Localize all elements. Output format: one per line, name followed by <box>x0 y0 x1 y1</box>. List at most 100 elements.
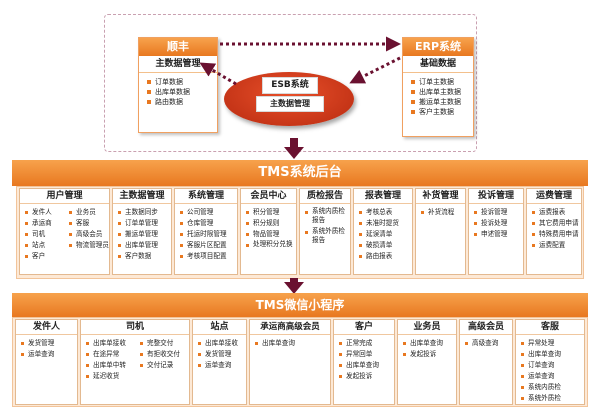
column-6: 业务员出库单查询发起投诉 <box>397 319 457 405</box>
backend-title: TMS系统后台 <box>12 160 588 186</box>
list-item: 客户数据 <box>118 251 171 262</box>
erp-title: ERP系统 <box>403 38 473 56</box>
list-item: 投诉管理 <box>474 207 523 218</box>
list-item: 运费配置 <box>532 240 581 251</box>
list-item: 其它费用申请 <box>532 218 581 229</box>
list-item: 客户 <box>24 251 64 262</box>
column-7: 高级会员高级查询 <box>459 319 513 405</box>
item-list: 出库单查询 <box>250 335 330 349</box>
column-4: 会员中心积分管理积分规则物品管理处理积分兑换 <box>240 188 297 275</box>
arrow-stem <box>290 138 298 148</box>
list-item: 正常完成 <box>339 338 394 349</box>
list-item: 系统内质检报告 <box>305 207 348 225</box>
down-arrow-icon <box>284 282 304 294</box>
list-item: 发起投诉 <box>339 371 394 382</box>
shunfeng-subtitle: 主数据管理 <box>139 56 217 73</box>
column-heading: 会员中心 <box>241 189 296 204</box>
list-item: 出库单查询 <box>339 360 394 371</box>
column-1: 用户管理发件人承运商司机站点客户业务员客服高级会员物流管理员 <box>19 188 110 275</box>
list-item: 仓库管理 <box>180 218 237 229</box>
list-item: 完整交付 <box>140 338 189 349</box>
list-item: 搬运单管理 <box>118 229 171 240</box>
list-item: 积分规则 <box>246 218 296 229</box>
list-item: 运费报表 <box>532 207 581 218</box>
list-item: 客户主数据 <box>411 107 473 117</box>
list-item: 客服片区配置 <box>180 240 237 251</box>
list-item: 路由报表 <box>359 251 412 262</box>
item-list: 出库单接收在途异常出库单中转延迟收货 <box>81 335 135 382</box>
list-item: 订单单管理 <box>118 218 171 229</box>
list-item: 补货流程 <box>421 207 465 218</box>
list-item: 主数据同步 <box>118 207 171 218</box>
column-6: 报表管理考核总表未准时提货延误清单破损清单路由报表 <box>353 188 413 275</box>
item-list: 发件人承运商司机站点客户 <box>20 204 64 262</box>
list-item: 有拒收交付 <box>140 349 189 360</box>
list-item: 出库单数据 <box>147 87 217 97</box>
list-item: 路由数据 <box>147 97 217 107</box>
column-heading: 客户 <box>334 320 394 335</box>
list-item: 承运商 <box>24 218 64 229</box>
list-item: 出库单查询 <box>521 349 584 360</box>
column-5: 质检报告系统内质检报告系统外质检报告 <box>299 188 351 275</box>
column-heading: 用户管理 <box>20 189 109 204</box>
column-heading: 报表管理 <box>354 189 412 204</box>
column-7: 补货管理补货流程 <box>415 188 466 275</box>
erp-card: ERP系统 基础数据 订单主数据 出库单主数据 搬运单主数据 客户主数据 <box>402 37 474 137</box>
column-heading: 业务员 <box>398 320 456 335</box>
column-heading: 系统管理 <box>175 189 237 204</box>
list-item: 系统外质检报告 <box>305 227 348 245</box>
list-item: 延迟收货 <box>86 371 135 382</box>
list-item: 交付记录 <box>140 360 189 371</box>
item-list: 正常完成异常回单出库单查询发起投诉 <box>334 335 394 382</box>
item-list: 积分管理积分规则物品管理处理积分兑换 <box>241 204 296 251</box>
esb-subtitle: 主数据管理 <box>256 96 324 112</box>
list-item: 申述管理 <box>474 229 523 240</box>
esb-title: ESB系统 <box>262 77 318 94</box>
list-item: 运单查询 <box>521 371 584 382</box>
list-item: 出库单查询 <box>255 338 330 349</box>
item-list: 出库单接收发货管理运单查询 <box>193 335 246 371</box>
list-item: 高级会员 <box>69 229 109 240</box>
esb-ellipse: ESB系统 主数据管理 <box>224 72 354 126</box>
shunfeng-list: 订单数据 出库单数据 路由数据 <box>139 73 217 107</box>
column-heading: 补货管理 <box>416 189 465 204</box>
list-item: 出库单查询 <box>403 338 456 349</box>
item-list: 高级查询 <box>460 335 512 349</box>
list-item: 考核总表 <box>359 207 412 218</box>
list-item: 出库单接收 <box>86 338 135 349</box>
column-3: 站点出库单接收发货管理运单查询 <box>192 319 247 405</box>
item-list: 出库单查询发起投诉 <box>398 335 456 360</box>
column-8: 投诉管理投诉管理投诉处理申述管理 <box>468 188 524 275</box>
item-list: 异常处理出库单查询订单查询运单查询系统内质检系统外质检 <box>516 335 584 404</box>
column-1: 发件人发货管理运单查询 <box>15 319 78 405</box>
arrow-stem <box>290 278 298 284</box>
esb-to-shunfeng-arrow <box>199 62 237 86</box>
mini-program-title: TMS微信小程序 <box>12 293 588 317</box>
list-item: 公司管理 <box>180 207 237 218</box>
item-list: 完整交付有拒收交付交付记录 <box>135 335 189 382</box>
list-item: 高级查询 <box>465 338 512 349</box>
list-item: 未准时提货 <box>359 218 412 229</box>
column-heading: 运费管理 <box>527 189 581 204</box>
column-heading: 高级会员 <box>460 320 512 335</box>
column-heading: 司机 <box>81 320 189 335</box>
item-list: 运费报表其它费用申请特殊费用申请运费配置 <box>527 204 581 251</box>
column-4: 承运商高级会员出库单查询 <box>249 319 331 405</box>
item-list: 考核总表未准时提货延误清单破损清单路由报表 <box>354 204 412 262</box>
item-list: 主数据同步订单单管理搬运单管理出库单管理客户数据 <box>113 204 171 262</box>
column-9: 运费管理运费报表其它费用申请特殊费用申请运费配置 <box>526 188 582 275</box>
list-item: 发件人 <box>24 207 64 218</box>
erp-subtitle: 基础数据 <box>403 56 473 73</box>
list-item: 系统内质检 <box>521 382 584 393</box>
list-item: 出库单中转 <box>86 360 135 371</box>
list-item: 托运时限管理 <box>180 229 237 240</box>
list-item: 破损清单 <box>359 240 412 251</box>
list-item: 运单查询 <box>21 349 77 360</box>
column-5: 客户正常完成异常回单出库单查询发起投诉 <box>333 319 395 405</box>
erp-to-esb-arrow <box>349 56 401 84</box>
shunfeng-card: 顺丰 主数据管理 订单数据 出库单数据 路由数据 <box>138 37 218 133</box>
list-item: 投诉处理 <box>474 218 523 229</box>
column-3: 系统管理公司管理仓库管理托运时限管理客服片区配置考核项目配置 <box>174 188 238 275</box>
list-item: 站点 <box>24 240 64 251</box>
